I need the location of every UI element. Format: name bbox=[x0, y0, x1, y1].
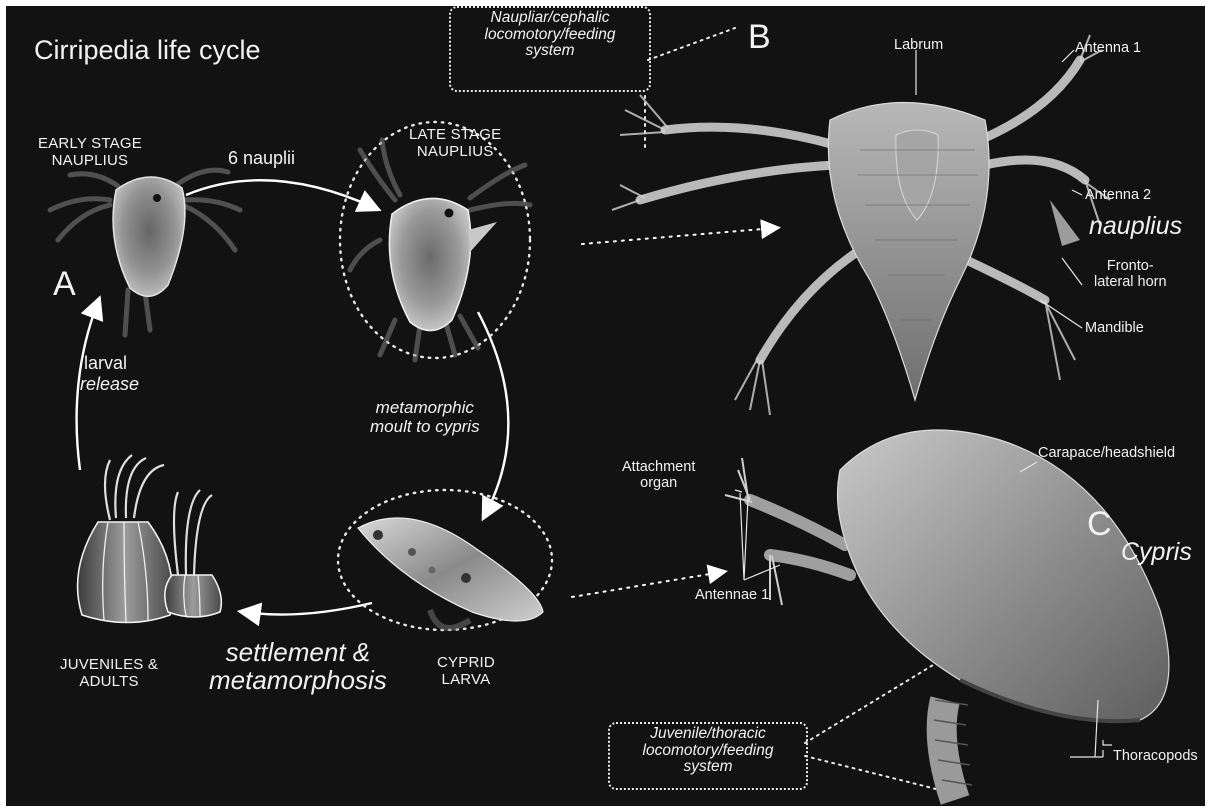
label-release: release bbox=[80, 374, 139, 394]
label-nauplius: nauplius bbox=[1089, 212, 1182, 240]
arrow-settlement bbox=[244, 603, 372, 615]
label-thoracopods: Thoracopods bbox=[1113, 748, 1198, 764]
juvenile-box-connector bbox=[805, 662, 940, 790]
diagram-title: Cirripedia life cycle bbox=[34, 35, 261, 65]
label-carapace-headshield: Carapace/headshield bbox=[1038, 445, 1175, 461]
label-cypris: Cypris bbox=[1121, 538, 1192, 566]
label-antenna-2: Antenna 2 bbox=[1085, 187, 1151, 203]
panel-letter-a: A bbox=[53, 265, 76, 303]
label-antennae-1: Antennae 1 bbox=[695, 587, 769, 603]
panel-letter-b: B bbox=[748, 18, 771, 56]
label-settlement-metamorphosis: settlement &metamorphosis bbox=[209, 638, 387, 694]
panel-letter-c: C bbox=[1087, 505, 1112, 543]
juveniles-adults-drawing bbox=[78, 455, 222, 623]
label-6-nauplii: 6 nauplii bbox=[228, 148, 295, 168]
label-frontolateral-horn: Fronto-lateral horn bbox=[1094, 258, 1167, 290]
cyprid-drawing bbox=[358, 518, 543, 628]
label-antenna-1: Antenna 1 bbox=[1075, 40, 1141, 56]
label-mandible: Mandible bbox=[1085, 320, 1144, 336]
arrow-metamorphic-moult bbox=[478, 312, 508, 515]
label-labrum: Labrum bbox=[894, 37, 943, 53]
label-larval: larval bbox=[84, 353, 127, 373]
late-nauplius-drawing bbox=[350, 140, 530, 360]
nauplius-sem-image bbox=[612, 35, 1110, 415]
pointer-to-nauplius bbox=[582, 228, 775, 244]
early-nauplius-drawing bbox=[50, 170, 240, 335]
label-juveniles-adults: JUVENILES &ADULTS bbox=[60, 657, 158, 691]
